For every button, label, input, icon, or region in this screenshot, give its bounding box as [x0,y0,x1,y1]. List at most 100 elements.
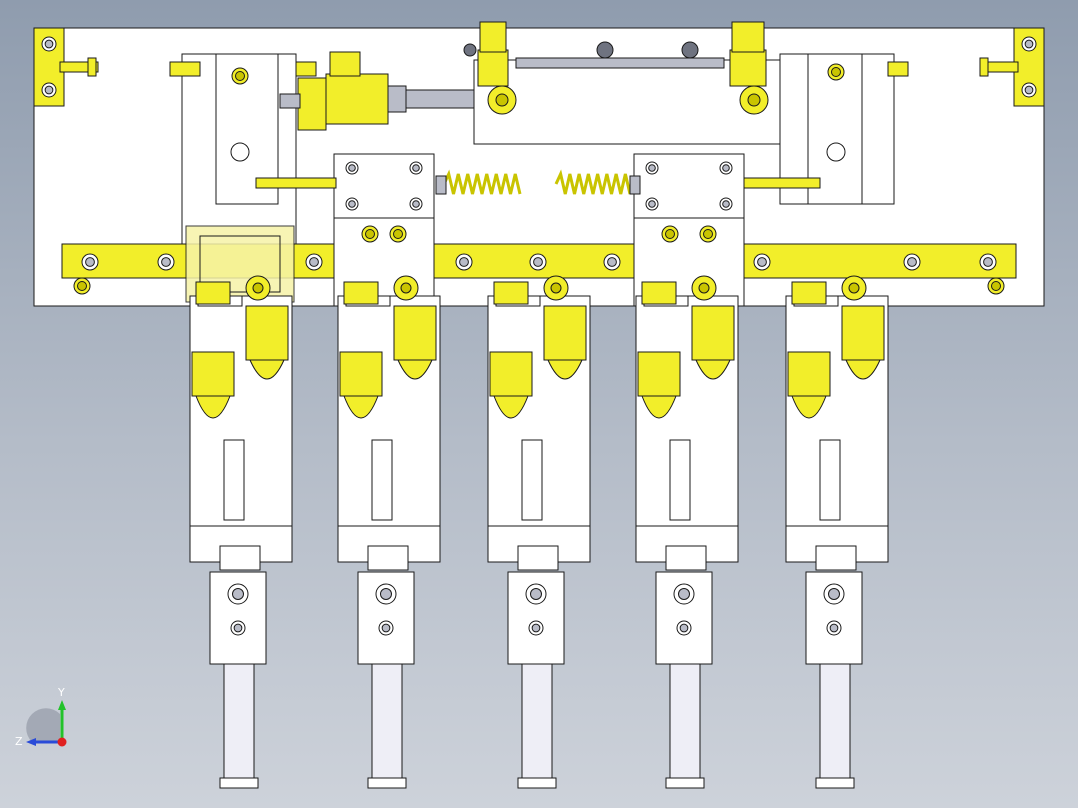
middle-block-bolt-d-1-core [722,200,730,208]
corner-bolt-top-1-core [1024,39,1034,49]
valve-nut [387,85,407,113]
gripper-nozzle-left-2 [493,395,529,419]
right-spring-stop [629,175,641,195]
right-air-fitting [729,49,767,87]
gripper-finger-tip-1 [367,777,407,789]
valve-pipe [405,89,475,109]
left-spring [442,169,522,195]
gripper-neck-4 [815,545,857,571]
gripper-nozzle-right-3 [695,359,731,380]
right-air-port-core [747,93,761,107]
gripper-fitting-left-top-1 [343,281,379,305]
gripper-slot-0 [223,439,245,521]
gripper-finger-4 [819,663,851,781]
gripper-cylinder-right-3 [691,305,735,361]
y-arrow-head-icon [58,700,66,710]
gripper-neck-3 [665,545,707,571]
gripper-cylinder-left-2 [489,351,533,397]
gripper-nozzle-left-4 [791,395,827,419]
corner-bolt-top-0-core [44,39,54,49]
gripper-finger-tip-0 [219,777,259,789]
rail-bolt-8-core [983,257,993,267]
gripper-clamp-pin-4-core [829,623,839,633]
gripper-finger-3 [669,663,701,781]
gripper-cylinder-right-1 [393,305,437,361]
sensor-frame [199,235,281,293]
gripper-fitting-right-core-0 [252,282,264,294]
middle-block-bolt-b-1-core [722,164,730,172]
left-air-fitting [477,49,509,87]
gripper-clamp-pin-0-core [233,623,243,633]
z-axis-label: Z [15,735,23,748]
gripper-cylinder-left-4 [787,351,831,397]
valve-top [329,51,361,77]
gripper-neck-1 [367,545,409,571]
middle-block-bolt-a-0-core [348,164,356,172]
gripper-fitting-left-top-4 [791,281,827,305]
rail-bolt-0-core [85,257,95,267]
gripper-fitting-right-core-1 [400,282,412,294]
middle-block-bolt-c-1-core [648,200,656,208]
left-side-screw [59,61,99,73]
gripper-cylinder-right-4 [841,305,885,361]
right-side-screw-nut [979,57,989,77]
rail-bolt-6-core [757,257,767,267]
gripper-nozzle-left-0 [195,395,231,419]
rail-bolt-1-core [161,257,171,267]
left-small-screw [169,61,201,77]
gripper-slot-4 [819,439,841,521]
gripper-fitting-left-top-2 [493,281,529,305]
x-axis-dot-icon [57,737,67,747]
z-arrow-head-icon [26,738,36,746]
gripper-cylinder-left-3 [637,351,681,397]
gripper-clamp-screw-4-core [828,588,840,600]
middle-block-bolt-a-1-core [648,164,656,172]
gripper-slot-1 [371,439,393,521]
right-small-screw [887,61,909,77]
left-hole [230,142,250,162]
corner-bolt-bottom-1-core [1024,85,1034,95]
middle-block-bolt-b-0-core [412,164,420,172]
gripper-fitting-right-core-4 [848,282,860,294]
gripper-fitting-right-core-2 [550,282,562,294]
cylinder-body [473,59,781,145]
gripper-clamp-screw-3-core [678,588,690,600]
middle-dowel-b-1-core [703,229,713,239]
rail-dowel-left-core [77,281,87,291]
right-top-fitting-core [831,67,841,77]
middle-dowel-a-0-core [365,229,375,239]
cylinder-cap-left [596,41,614,59]
gripper-slot-2 [521,439,543,521]
corner-bolt-bottom-0-core [44,85,54,95]
gripper-nozzle-right-4 [845,359,881,380]
orientation-triad: Y Z [15,686,67,748]
rail-bolt-2-core [309,257,319,267]
right-guide-screw [743,177,821,189]
gripper-clamp-pin-2-core [531,623,541,633]
gripper-finger-tip-4 [815,777,855,789]
left-air-fitting-top [479,21,507,53]
left-guide-screw [255,177,337,189]
right-air-fitting-top [731,21,765,53]
gripper-nozzle-left-1 [343,395,379,419]
rail-bolt-5-core [607,257,617,267]
left-side-screw-nut [87,57,97,77]
valve-body [297,77,327,131]
gripper-cylinder-right-2 [543,305,587,361]
middle-dowel-b-0-core [393,229,403,239]
gripper-nozzle-right-0 [249,359,285,380]
gripper-nozzle-left-3 [641,395,677,419]
gripper-finger-tip-2 [517,777,557,789]
gripper-finger-0 [223,663,255,781]
gripper-clamp-screw-2-core [530,588,542,600]
gripper-nozzle-right-2 [547,359,583,380]
gripper-neck-0 [219,545,261,571]
left-air-port-core [495,93,509,107]
right-spring [554,169,632,195]
cylinder-cap-right [681,41,699,59]
middle-block-bolt-c-0-core [348,200,356,208]
gripper-fitting-left-top-3 [641,281,677,305]
gripper-nozzle-right-1 [397,359,433,380]
